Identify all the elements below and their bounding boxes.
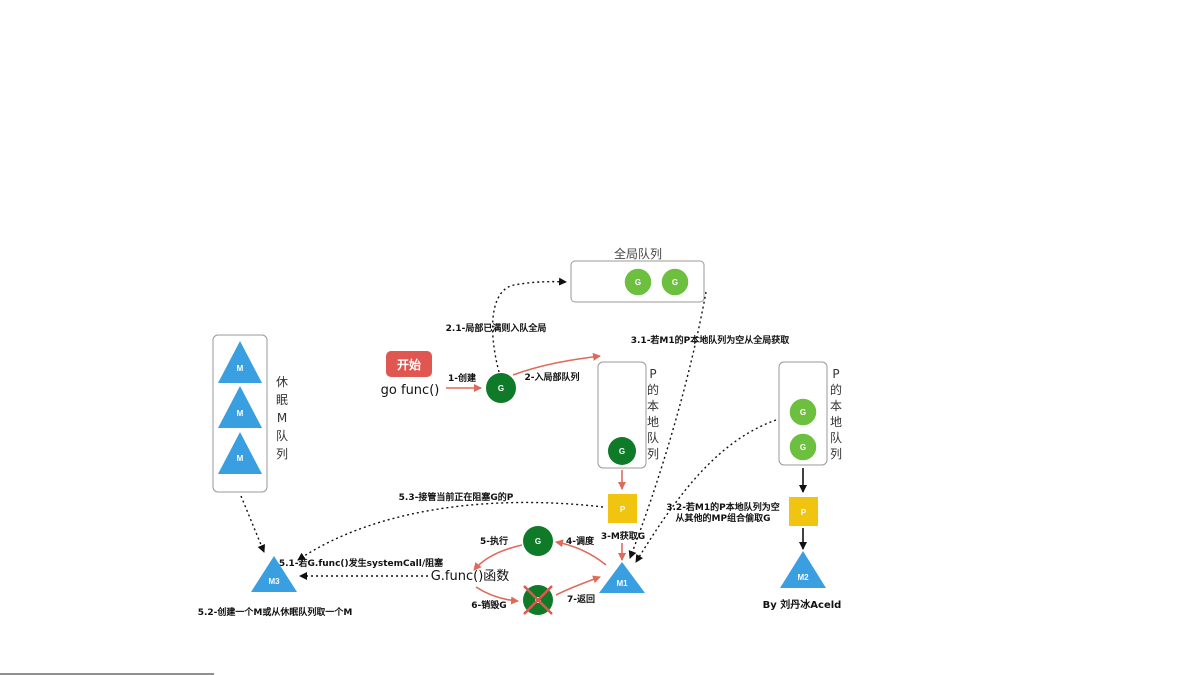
m-node-m3: M3 xyxy=(251,556,297,592)
m-node-m2: M2 xyxy=(780,551,826,588)
label-step5-3: 5.3-接管当前正在阻塞G的P xyxy=(399,491,514,503)
p-node-m1: P xyxy=(608,494,637,523)
g-func-label: G.func()函数 xyxy=(431,569,510,584)
svg-text:M: M xyxy=(237,364,244,373)
svg-text:M3: M3 xyxy=(268,577,280,586)
global-queue-title: 全局队列 xyxy=(614,246,662,261)
g-node-global-1: G xyxy=(623,267,653,297)
arrow-destroy xyxy=(475,586,519,605)
arrow-global-to-m1 xyxy=(628,291,707,559)
g-node-global-2: G xyxy=(660,267,690,297)
svg-text:G: G xyxy=(498,384,504,393)
label-step2: 2-入局部队列 xyxy=(525,371,580,383)
label-step3-1: 3.1-若M1的P本地队列为空从全局获取 xyxy=(631,334,790,346)
svg-text:G: G xyxy=(635,278,641,287)
label-step6: 6-销毁G xyxy=(471,599,506,611)
arrow-sleep-to-m3 xyxy=(240,495,266,553)
svg-text:M1: M1 xyxy=(616,579,628,588)
svg-text:M: M xyxy=(237,454,244,463)
m-node-sleep-3: M xyxy=(218,432,262,474)
m-node-sleep-2: M xyxy=(218,386,262,428)
svg-text:G: G xyxy=(535,537,541,546)
label-step5-2: 5.2-创建一个M或从休眠队列取一个M xyxy=(198,606,353,618)
svg-text:P: P xyxy=(620,505,626,514)
arrow-execute xyxy=(473,544,523,571)
p-node-m2: P xyxy=(789,497,818,526)
svg-text:G: G xyxy=(800,408,806,417)
local-queue-box-m1 xyxy=(597,361,647,469)
label-step3-2-line2: 从其他的MP组合偷取G xyxy=(676,512,771,524)
m-node-m1: M1 xyxy=(599,562,645,593)
g-node-local-m2-1: G xyxy=(788,397,818,427)
svg-text:G: G xyxy=(800,443,806,452)
go-func-label: go func() xyxy=(381,383,440,398)
label-step5: 5-执行 xyxy=(480,535,508,547)
start-button[interactable]: 开始 xyxy=(386,351,432,377)
g-node-local-m1: G xyxy=(608,437,636,465)
g-node-local-m2-2: G xyxy=(788,432,818,462)
label-step3-2-line1: 3.2-若M1的P本地队列为空 xyxy=(666,501,780,513)
svg-text:G: G xyxy=(619,447,625,456)
svg-text:M: M xyxy=(237,409,244,418)
g-node-new: G xyxy=(486,373,516,403)
arrow-return xyxy=(555,575,601,596)
svg-text:M2: M2 xyxy=(797,573,809,582)
arrow-handover-p xyxy=(297,501,604,561)
destroyed-cross-line-2 xyxy=(523,585,553,615)
arrow-schedule xyxy=(555,539,607,566)
label-step7: 7-返回 xyxy=(567,593,595,605)
arrow-to-local xyxy=(512,352,601,376)
g-node-executing: G xyxy=(523,526,553,556)
start-button-label: 开始 xyxy=(397,357,421,372)
g-node-destroyed: G xyxy=(523,585,553,615)
author-label: By 刘丹冰Aceld xyxy=(763,598,842,611)
svg-text:G: G xyxy=(672,278,678,287)
label-step1: 1-创建 xyxy=(448,372,477,384)
arrow-to-global xyxy=(491,277,567,373)
label-step3: 3-M获取G xyxy=(601,530,645,542)
svg-text:P: P xyxy=(801,508,807,517)
arrow-steal-to-m1 xyxy=(635,419,777,563)
label-step5-1: 5.1-若G.func()发生systemCall/阻塞 xyxy=(279,557,444,569)
label-step4: 4-调度 xyxy=(566,535,595,547)
label-step2-1: 2.1-局部已满则入队全局 xyxy=(446,322,547,334)
m-node-sleep-1: M xyxy=(218,341,262,383)
